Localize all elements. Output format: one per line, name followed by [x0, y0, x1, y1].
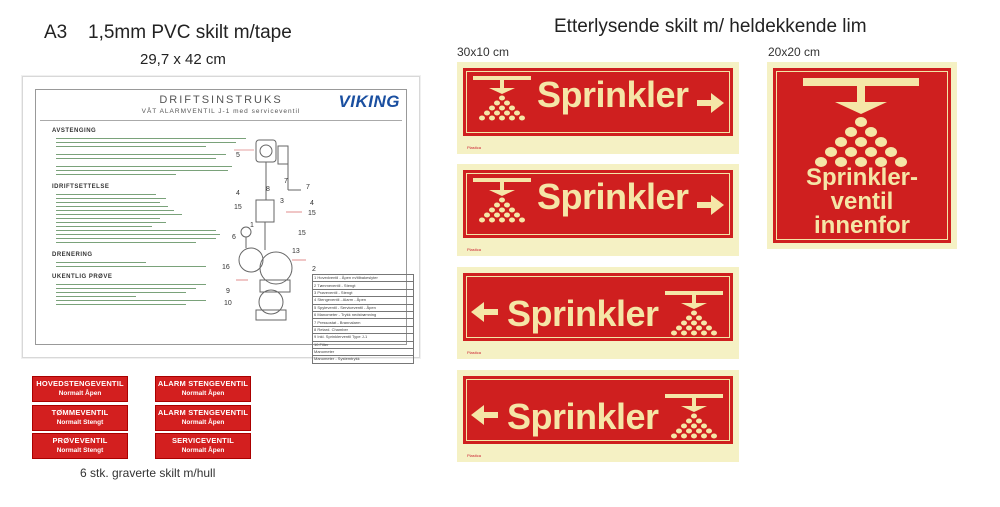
section-heading: DRENERING	[52, 252, 93, 258]
sprinkler-icon	[473, 76, 531, 121]
table-row: 1 Hovedventil - Åpen m/tilbakeslyter	[312, 273, 414, 283]
callout-number: 15	[308, 210, 316, 217]
arrow-left-icon	[471, 302, 498, 322]
tag-title: TØMMEVENTIL	[51, 408, 109, 417]
size-square-label: 20x20 cm	[768, 45, 821, 59]
engraved-tag: ALARM STENGEVENTIL Normalt Åpen	[155, 376, 251, 402]
glow-signs-title: Etterlysende skilt m/ heldekkende lim	[554, 16, 867, 37]
document-frame: DRIFTSINSTRUKS VÅT ALARMVENTIL J-1 med s…	[35, 89, 414, 364]
engraved-tag: TØMMEVENTIL Normalt Stengt	[32, 405, 128, 431]
callout-number: 6	[232, 234, 236, 241]
callout-number: 7	[284, 178, 288, 185]
tag-title: ALARM STENGEVENTIL	[157, 379, 249, 388]
square-line-1: Sprinkler-	[805, 164, 919, 191]
engraved-tag: SERVICEVENTIL Normalt Åpen	[155, 433, 251, 459]
sprinkler-sign-left: Sprinkler Plastica	[457, 370, 739, 462]
operating-instruction-sign: DRIFTSINSTRUKS VÅT ALARMVENTIL J-1 med s…	[22, 76, 420, 364]
tag-status: Normalt Stengt	[56, 447, 104, 454]
callout-number: 15	[298, 230, 306, 237]
table-row: 3 Prøveventil - Stengt	[312, 288, 414, 298]
tag-status: Normalt Stengt	[56, 419, 104, 426]
callout-number: 5	[236, 152, 240, 159]
square-line-3: innenfor	[814, 212, 910, 239]
callout-number: 3	[280, 198, 284, 205]
callout-number: 1	[250, 222, 254, 229]
callout-number: 13	[292, 248, 300, 255]
tag-title: ALARM STENGEVENTIL	[157, 408, 249, 417]
sprinkler-icon	[665, 291, 723, 336]
callout-number: 7	[306, 184, 310, 191]
tag-status: Normalt Åpen	[58, 390, 102, 397]
callout-number: 16	[222, 264, 230, 271]
pvc-dimensions: 29,7 x 42 cm	[140, 51, 226, 68]
table-row: 8 Retard. Chamber	[312, 325, 414, 335]
callout-number: 10	[224, 300, 232, 307]
pvc-title: 1,5mm PVC skilt m/tape	[88, 22, 292, 43]
sprinkler-icon	[665, 394, 723, 439]
sprinkler-valve-square-sign: Sprinkler- ventil innenfor	[767, 62, 957, 249]
tag-title: HOVEDSTENGEVENTIL	[36, 379, 124, 388]
arrow-left-icon	[471, 405, 498, 425]
callout-number: 4	[236, 190, 240, 197]
sign-text: Sprinkler	[537, 176, 689, 217]
table-row: 6 Manometer - Trykk nedstrømning	[312, 310, 414, 320]
table-row: 7 Pressostat - Brannalarm	[312, 318, 414, 327]
brand-mark: Plastica	[467, 453, 482, 458]
sprinkler-icon	[803, 78, 919, 167]
sign-text: Sprinkler	[537, 74, 689, 115]
arrow-right-icon	[697, 93, 724, 113]
engraved-caption: 6 stk. graverte skilt m/hull	[80, 466, 216, 480]
viking-logo: VIKING	[338, 92, 400, 111]
size-rect-label: 30x10 cm	[457, 45, 510, 59]
sprinkler-sign-left: Sprinkler Plastica	[457, 267, 739, 359]
callout-number: 4	[310, 200, 314, 207]
header-divider	[40, 120, 402, 121]
tag-status: Normalt Åpen	[181, 447, 225, 454]
square-line-2: ventil	[830, 188, 894, 215]
callout-number: 9	[226, 288, 230, 295]
section-heading: AVSTENGING	[52, 128, 97, 134]
document-title: DRIFTSINSTRUKS	[159, 94, 283, 106]
section-heading: IDRIFTSETTELSE	[52, 184, 110, 190]
tag-title: PRØVEVENTIL	[52, 436, 108, 445]
brand-mark: Plastica	[467, 350, 482, 355]
arrow-right-icon	[697, 195, 724, 215]
size-code: A3	[44, 22, 68, 43]
brand-mark: Plastica	[467, 247, 482, 252]
table-row: 5 Spyleventil - Serviceventil - Åpen	[312, 303, 414, 312]
table-row: Manometer	[312, 347, 414, 357]
callout-number: 2	[312, 266, 316, 273]
tag-status: Normalt Åpen	[181, 390, 225, 397]
section-heading: UKENTLIG PRØVE	[52, 274, 113, 280]
sign-text: Sprinkler	[507, 293, 659, 334]
sprinkler-icon	[473, 178, 531, 223]
callout-number: 8	[266, 186, 270, 193]
table-row: Manometer - Systemtrykk	[312, 355, 414, 364]
tag-status: Normalt Åpen	[181, 419, 225, 426]
brand-mark: Plastica	[467, 145, 482, 150]
engraved-tag: ALARM STENGEVENTIL Normalt Åpen	[155, 405, 251, 431]
sign-text: Sprinkler	[507, 396, 659, 437]
sprinkler-sign-right: Sprinkler Plastica	[457, 62, 739, 154]
parts-list-table: 1 Hovedventil - Åpen m/tilbakeslyter 2 T…	[312, 273, 414, 364]
engraved-tag: HOVEDSTENGEVENTIL Normalt Åpen	[32, 376, 128, 402]
valve-diagram	[234, 139, 306, 321]
table-row: 10 Filter	[312, 340, 414, 349]
engraved-tag: PRØVEVENTIL Normalt Stengt	[32, 433, 128, 459]
callout-number: 15	[234, 204, 242, 211]
table-row: 9 Inkl. Sprinklerventil Type J-1	[312, 333, 414, 342]
table-row: 4 Stengeventil - Alarm - Åpen	[312, 296, 414, 305]
tag-title: SERVICEVENTIL	[171, 436, 235, 445]
table-row: 2 Tømmeventil - Stengt	[312, 281, 414, 290]
document-subtitle: VÅT ALARMVENTIL J-1 med serviceventil	[141, 108, 301, 115]
sprinkler-sign-right: Sprinkler Plastica	[457, 164, 739, 256]
